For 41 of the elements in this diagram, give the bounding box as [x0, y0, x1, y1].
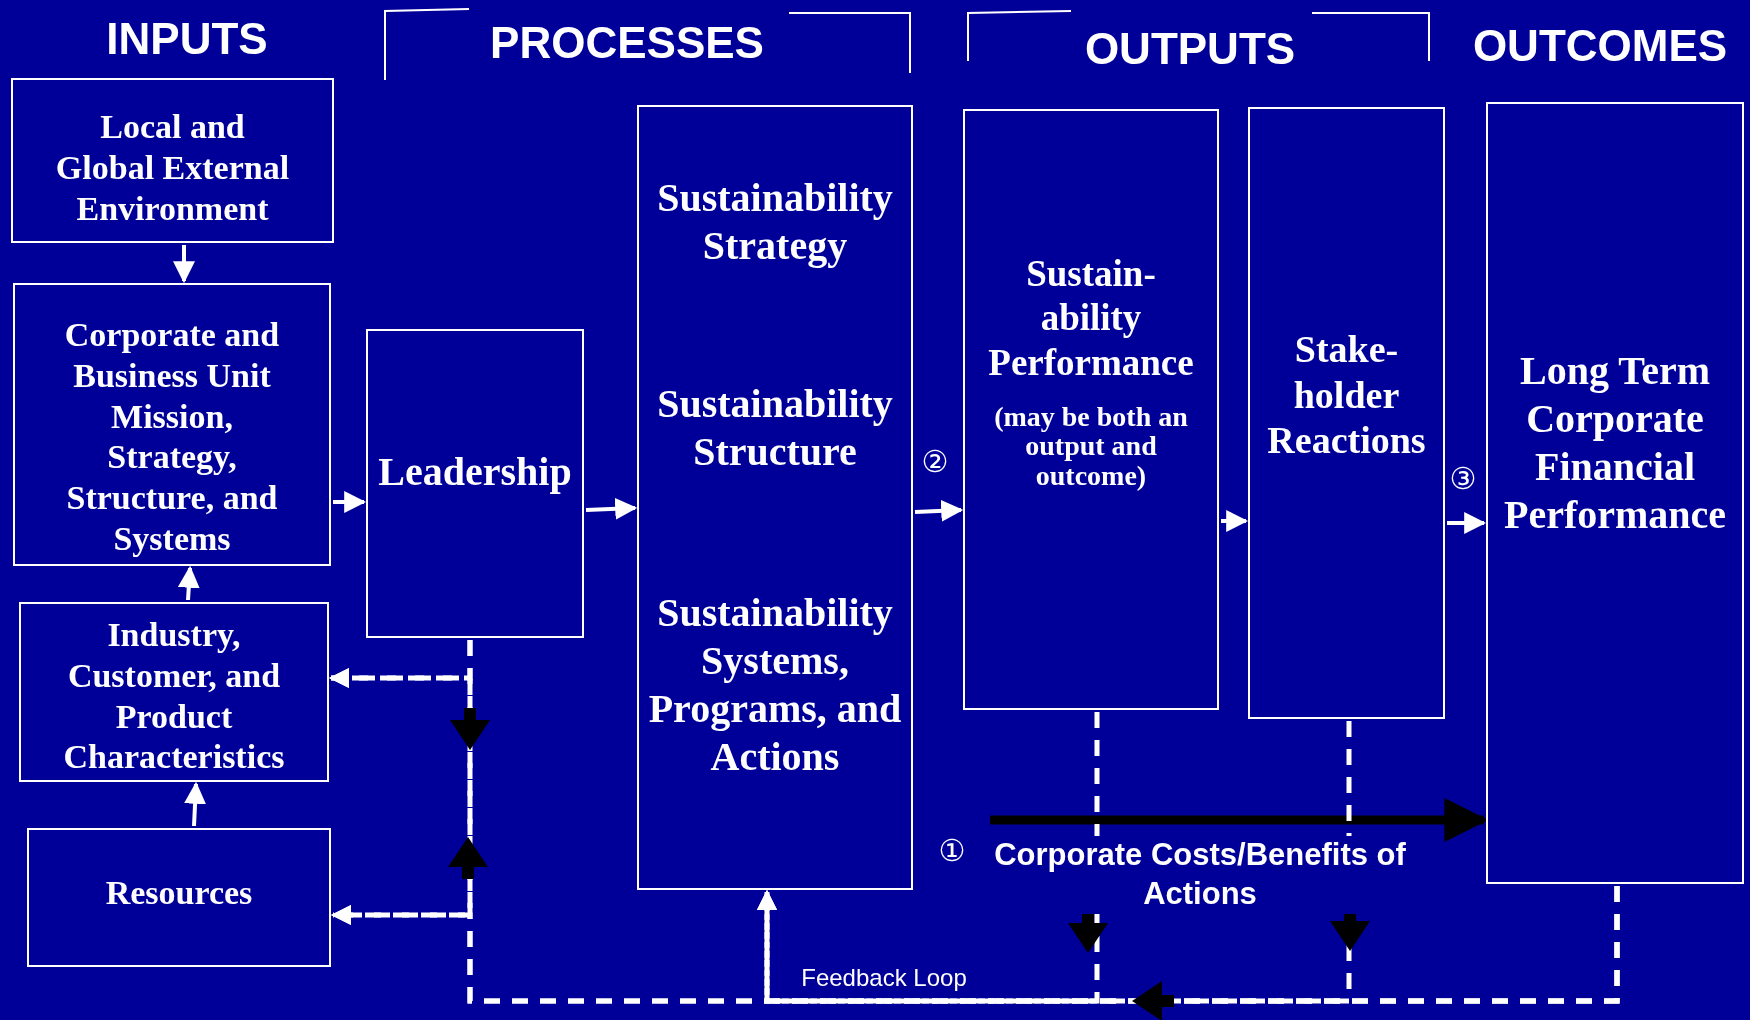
dashed-arrow: [331, 640, 473, 925]
box-note: (may be both an output and outcome): [993, 401, 1189, 491]
arrow: [173, 245, 195, 284]
box-label: Long Term Corporate Financial Performance: [1502, 347, 1728, 539]
process-box: [27, 828, 331, 967]
box-note: Sustainability Structure: [656, 380, 894, 476]
callout-number: ②: [921, 443, 949, 479]
callout-number: ③: [1449, 460, 1477, 496]
column-header: OUTCOMES: [1472, 21, 1728, 71]
arrow: [1447, 512, 1487, 534]
column-header: PROCESSES: [490, 18, 764, 68]
box-label: Resources: [104, 872, 254, 913]
box-note: Sustainability Systems, Programs, and Actions: [647, 589, 903, 781]
process-box: [13, 283, 331, 566]
arrow: [333, 491, 367, 513]
dashed-arrow: [331, 886, 1620, 1004]
column-header: INPUTS: [106, 14, 268, 64]
arrow: [914, 499, 964, 522]
arrow: [990, 798, 1489, 842]
callout-number: ①: [938, 832, 966, 868]
process-box: [11, 78, 334, 243]
process-box: [637, 105, 913, 890]
arrow: [184, 781, 207, 827]
process-box: [366, 329, 584, 638]
process-box: [19, 602, 329, 782]
process-box: [1248, 107, 1445, 719]
box-label: Local and Global External Environment: [54, 106, 291, 229]
arrow: [1221, 510, 1249, 532]
box-label: Leadership: [377, 448, 573, 496]
process-box: [1486, 102, 1744, 884]
box-label: Sustain- ability Performance: [987, 252, 1195, 386]
box-label: Sustainability Strategy: [656, 174, 894, 270]
box-label: Industry, Customer, and Product Characteristics: [62, 615, 286, 778]
arrow: [585, 497, 638, 520]
box-label: Stake- holder Reactions: [1266, 326, 1427, 463]
box-label: Corporate and Business Unit Mission, Strategy, Structure, and Systems: [63, 314, 281, 559]
dashed-arrow: [757, 721, 1352, 1004]
process-box: [963, 109, 1219, 710]
arrow: [177, 565, 200, 601]
column-header: OUTPUTS: [1084, 24, 1296, 74]
loop-label: Feedback Loop: [801, 964, 967, 992]
